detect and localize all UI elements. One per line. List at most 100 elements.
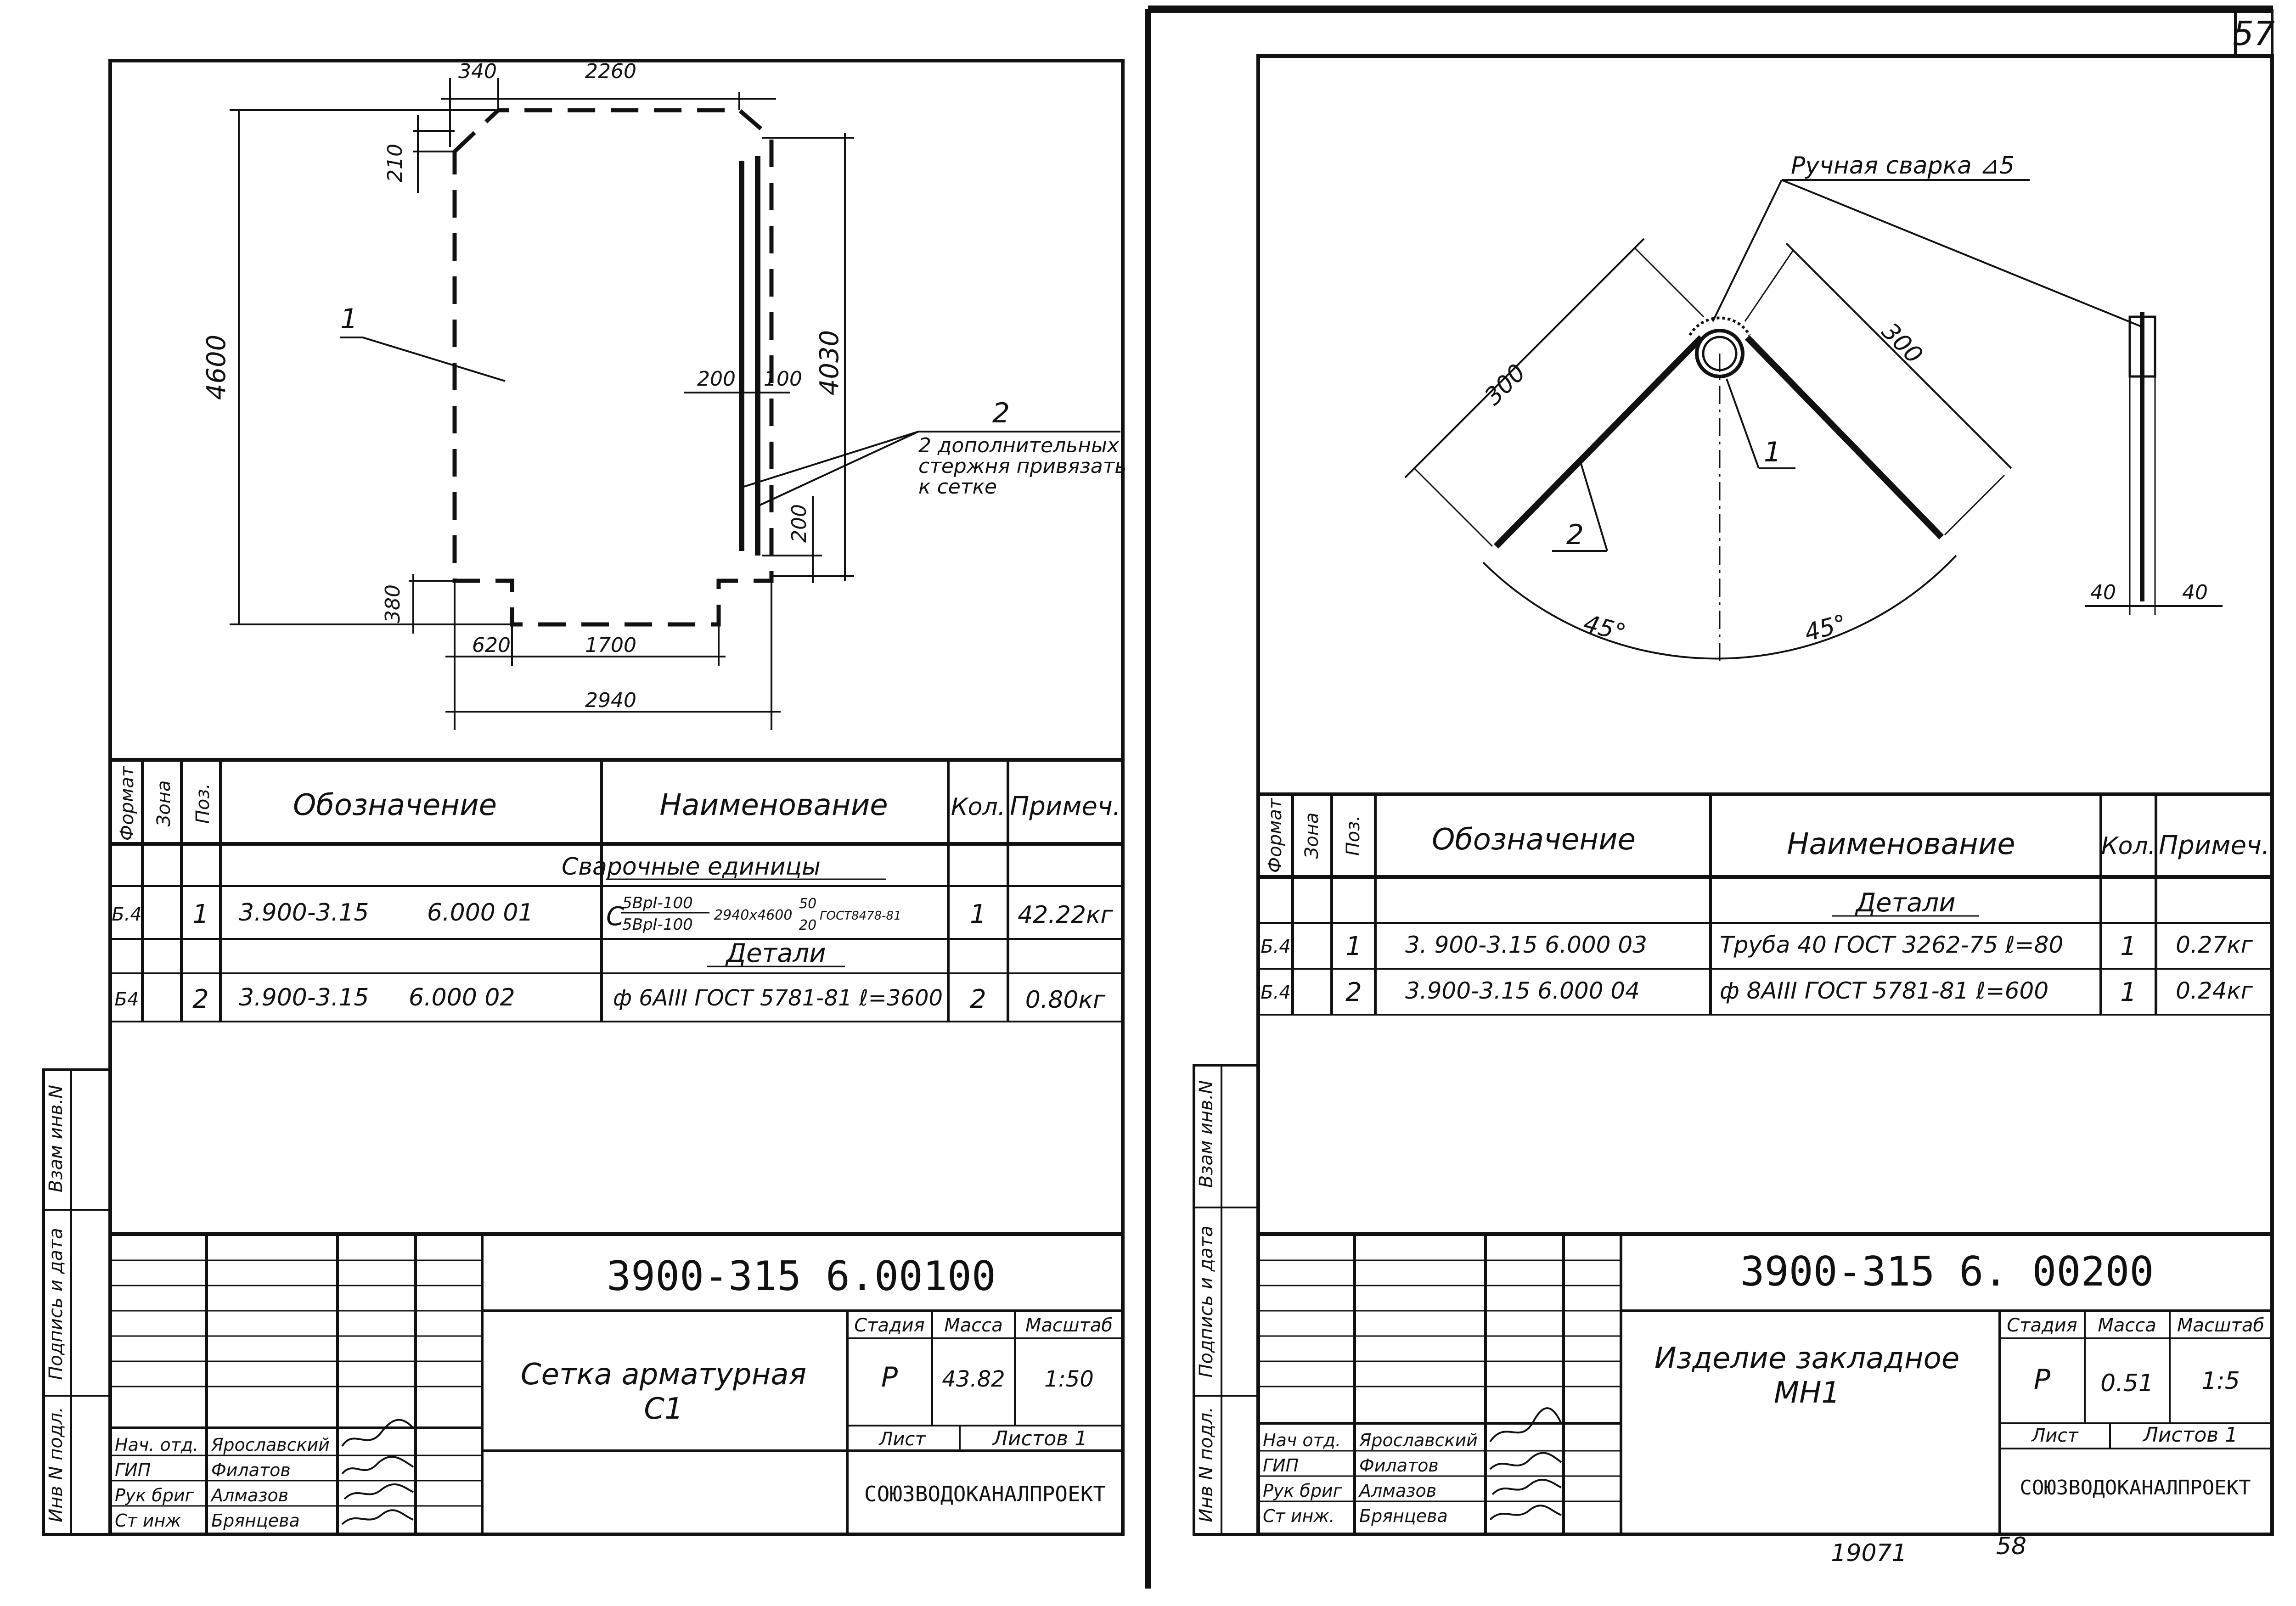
weld-seam (1688, 316, 1751, 336)
section-parts: Детали (1854, 888, 1955, 918)
weld-note: Ручная сварка ⊿5 (1791, 152, 2015, 180)
mesh-c1-drawing: 340 2260 210 4600 200 100 4030 200 380 6… (202, 60, 1126, 730)
dim-4600: 4600 (202, 335, 231, 400)
stage-value: Р (2034, 1364, 2051, 1396)
header-qty: Кол. (2101, 832, 2156, 860)
row2-format: Б4 (115, 989, 139, 1010)
left-spec-table: Формат Зона Поз. Обозначение Наименовани… (110, 758, 1123, 1022)
signature-4 (1489, 1505, 1562, 1521)
sheet-label: Лист (2031, 1425, 2079, 1446)
row2-pos: 2 (192, 984, 209, 1014)
title-line-1: Изделие закладное (1654, 1342, 1959, 1376)
header-note: Примеч. (2159, 831, 2270, 860)
dim-210: 210 (383, 144, 407, 182)
left-sheet: 340 2260 210 4600 200 100 4030 200 380 6… (42, 59, 1126, 1536)
header-designation: Обозначение (293, 788, 497, 822)
row2-name: ф 8AIII ГОСТ 5781-81 ℓ=600 (1720, 977, 2048, 1004)
note-line-3: к сетке (918, 475, 997, 499)
row1-designation: 3. 900-3.15 6.000 03 (1405, 932, 1647, 958)
name-senior-engineer: Брянцева (211, 1511, 300, 1531)
role-chief-engineer: ГИП (1263, 1455, 1299, 1476)
bar-right (1745, 335, 1944, 539)
row2-designation: 3.900-3.15 6.000 04 (1405, 977, 1640, 1004)
row2-pos: 2 (1345, 977, 1362, 1007)
dim-2260: 2260 (585, 60, 636, 83)
name-team-lead: Алмазов (210, 1485, 288, 1505)
signature-4 (341, 1509, 414, 1525)
doc-number: 3900-315 6. 00200 (1740, 1248, 2154, 1295)
side-label-orig-inv: Инв N подл. (45, 1407, 67, 1522)
signature-2 (341, 1456, 414, 1475)
stage-value: Р (881, 1361, 898, 1393)
name-head-dept: Ярославский (211, 1435, 330, 1455)
mass-label: Масса (2098, 1315, 2156, 1336)
row1-name-size: 2940х4600 (714, 907, 792, 923)
stage-label: Стадия (2007, 1315, 2077, 1336)
pos2-leader-2 (760, 431, 919, 506)
right-side-strip: Взам инв.N Подпись и дата Инв N подл. (1193, 1064, 1260, 1536)
right-spec-table: Формат Зона Поз. Обозначение Наименовани… (1258, 792, 2272, 1016)
dim-200: 200 (697, 367, 736, 391)
pos2-marker: 2 (992, 397, 1010, 429)
row1-name-std: ГОСТ8478-81 (820, 909, 901, 923)
row2-note: 0.24кг (2176, 977, 2253, 1004)
role-senior-engineer: Ст инж. (1263, 1506, 1335, 1526)
name-chief-engineer: Филатов (1359, 1455, 1439, 1476)
name-chief-engineer: Филатов (211, 1460, 291, 1480)
row1-note: 42.22кг (1018, 901, 1113, 929)
signature-1 (1489, 1407, 1562, 1443)
title-line-2: С1 (644, 1392, 683, 1426)
inventory-number: 19071 (1831, 1539, 1907, 1567)
row1-pos: 1 (1345, 932, 1362, 961)
signature-3 (1491, 1479, 1562, 1495)
weld-leader-2 (1781, 179, 2143, 328)
row2-name: ф 6AIII ГОСТ 5781-81 ℓ=3600 (613, 985, 943, 1011)
header-pos: Поз. (1343, 815, 1364, 856)
row1-format: Б.4 (112, 904, 142, 925)
pos1-marker: 1 (340, 303, 358, 335)
mesh-outline (452, 108, 774, 627)
dim-line-300-left (1404, 238, 1645, 478)
role-senior-engineer: Ст инж (115, 1511, 181, 1531)
dim-ext-300-left-bottom (1413, 467, 1493, 547)
signature-2 (1489, 1452, 1562, 1470)
row1-name-prefix: С (606, 902, 624, 932)
role-head-dept: Нач отд. (1263, 1430, 1341, 1450)
dim-ext-300-left-top (1634, 247, 1705, 318)
row2-qty: 1 (2120, 977, 2137, 1007)
header-zone: Зона (1301, 813, 1322, 859)
header-designation: Обозначение (1432, 823, 1636, 857)
dim-620: 620 (472, 634, 511, 657)
row1-name: Труба 40 ГОСТ 3262-75 ℓ=80 (1720, 932, 2063, 958)
section-welded-units: Сварочные единицы (562, 853, 821, 881)
header-pos: Поз. (192, 783, 214, 824)
sheet-mark: 58 (1996, 1533, 2026, 1560)
side-label-signature-date: Подпись и дата (45, 1228, 67, 1380)
mass-value: 0.51 (2100, 1370, 2154, 1397)
row1-name-den: 5ВрI-100 (622, 915, 693, 934)
row1-note: 0.27кг (2176, 932, 2253, 958)
row1-format: Б.4 (1261, 936, 1291, 957)
pos2-leader-right (1579, 459, 1608, 551)
dim-line-300-right (1785, 242, 2012, 469)
name-head-dept: Ярославский (1359, 1430, 1478, 1450)
side-label-replace-inv: Взам инв.N (45, 1085, 67, 1192)
left-side-strip: Взам инв.N Подпись и дата Инв N подл. (42, 1068, 112, 1536)
dim-380: 380 (381, 584, 405, 623)
row1-name-num: 5ВрI-100 (622, 894, 693, 912)
scale-label: Масштаб (1025, 1315, 1113, 1336)
scale-value: 1:50 (1044, 1366, 1094, 1392)
dim-4030: 4030 (815, 330, 844, 396)
side-strip-frame (1193, 1064, 1260, 1536)
weld-leader-1 (1712, 180, 1783, 322)
left-title-block: 3900-315 6.00100 Сетка арматурная С1 Ста… (110, 1232, 1123, 1534)
organization: СОЮЗВОДОКАНАЛПРОЕКТ (2020, 1476, 2251, 1499)
doc-number: 3900-315 6.00100 (607, 1252, 996, 1300)
dim-100: 100 (764, 367, 802, 391)
sheets-label: Листов 1 (2142, 1423, 2238, 1447)
row2-designation: 3.900-3.15 (239, 984, 369, 1011)
header-format: Формат (117, 765, 138, 841)
dim-340: 340 (458, 60, 497, 83)
note-line-1: 2 дополнительных (918, 434, 1120, 457)
side-strip-frame (42, 1068, 112, 1536)
